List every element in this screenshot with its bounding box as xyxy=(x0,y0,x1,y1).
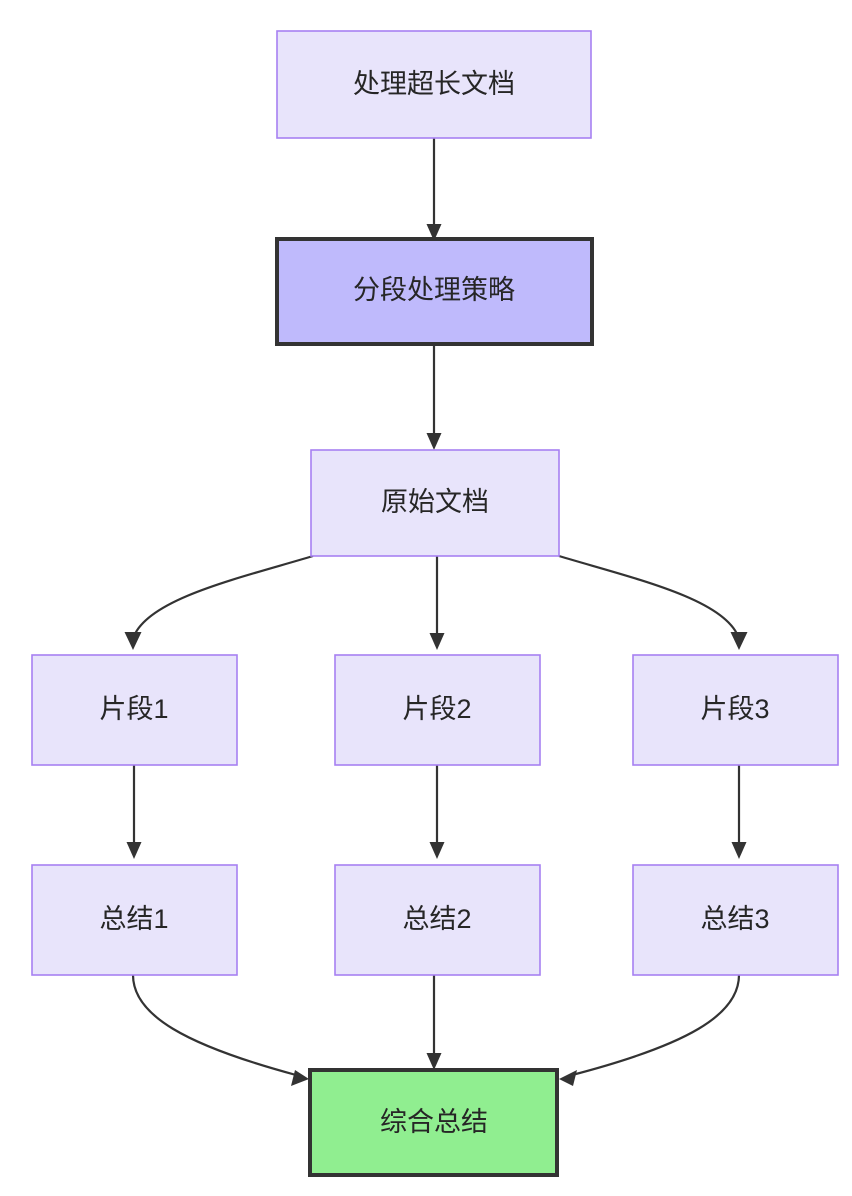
node-summary-3[interactable]: 总结3 xyxy=(632,864,839,976)
edge-n4-n7 xyxy=(126,765,142,859)
node-final-summary[interactable]: 综合总结 xyxy=(308,1068,559,1177)
node-summary-1[interactable]: 总结1 xyxy=(31,864,238,976)
node-process-long-document[interactable]: 处理超长文档 xyxy=(276,30,592,139)
node-summary-2[interactable]: 总结2 xyxy=(334,864,541,976)
node-rect-n7 xyxy=(31,864,238,976)
node-rect-n1 xyxy=(276,30,592,139)
node-rect-n2 xyxy=(275,237,594,346)
edge-layer xyxy=(124,138,748,1086)
node-label-n6: 片段3 xyxy=(700,694,769,724)
node-rect-n5 xyxy=(334,654,541,766)
node-layer: 处理超长文档 分段处理策略 原始文档 片段1 片段2 xyxy=(31,30,839,1177)
node-fragment-2[interactable]: 片段2 xyxy=(334,654,541,766)
edge-n7-n10 xyxy=(131,974,309,1086)
node-label-n5: 片段2 xyxy=(402,694,471,724)
node-fragment-1[interactable]: 片段1 xyxy=(31,654,238,766)
node-chunking-strategy[interactable]: 分段处理策略 xyxy=(275,237,594,346)
edge-n2-n3 xyxy=(426,344,442,450)
edge-n5-n8 xyxy=(429,765,445,859)
node-label-n4: 片段1 xyxy=(99,694,168,724)
node-label-n7: 总结1 xyxy=(99,904,168,934)
edge-n3-n6 xyxy=(558,554,748,650)
node-rect-n8 xyxy=(334,864,541,976)
node-rect-n9 xyxy=(632,864,839,976)
node-rect-n6 xyxy=(632,654,839,766)
node-rect-n3 xyxy=(310,449,560,557)
edge-n1-n2 xyxy=(426,138,442,241)
node-label-n2: 分段处理策略 xyxy=(353,275,515,305)
edge-n6-n9 xyxy=(731,765,747,859)
node-label-n10: 综合总结 xyxy=(380,1107,488,1137)
node-rect-n4 xyxy=(31,654,238,766)
edge-n9-n10 xyxy=(559,974,741,1086)
node-rect-n10 xyxy=(308,1068,559,1177)
node-label-n9: 总结3 xyxy=(700,904,769,934)
edge-n3-n4 xyxy=(124,554,314,650)
node-original-document[interactable]: 原始文档 xyxy=(310,449,560,557)
edge-n8-n10 xyxy=(426,975,442,1070)
node-label-n1: 处理超长文档 xyxy=(353,69,515,99)
edge-n3-n5 xyxy=(429,556,445,650)
node-label-n8: 总结2 xyxy=(402,904,471,934)
node-fragment-3[interactable]: 片段3 xyxy=(632,654,839,766)
node-label-n3: 原始文档 xyxy=(381,487,489,517)
